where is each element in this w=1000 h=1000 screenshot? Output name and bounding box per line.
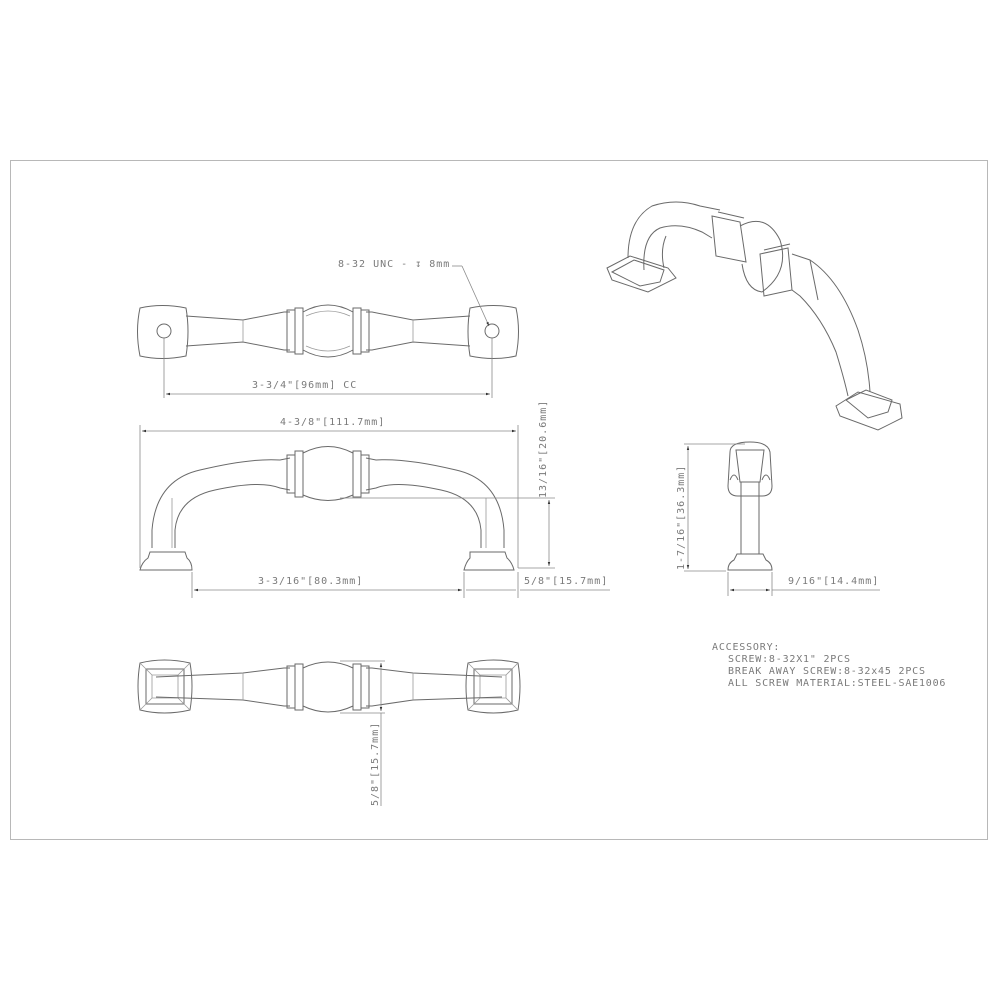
right-base-square <box>467 305 519 359</box>
dim-overall-length: 4-3/8"[111.7mm] <box>280 417 386 428</box>
dim-bottom-width: 5/8"[15.7mm] <box>370 721 381 806</box>
side-view <box>684 441 880 596</box>
notes-line-material: ALL SCREW MATERIAL:STEEL-SAE1006 <box>728 678 947 689</box>
isometric-view <box>606 201 903 431</box>
right-screw-hole <box>484 323 500 339</box>
drawing-frame <box>10 160 988 840</box>
front-view <box>139 425 610 598</box>
bottom-view <box>137 659 521 806</box>
right-foot <box>463 551 515 571</box>
thread-callout: 8-32 UNC - ↧ 8mm <box>338 259 451 270</box>
accessory-notes: ACCESSORY: SCREW:8-32X1" 2PCS BREAK AWAY… <box>712 642 946 690</box>
left-base-square <box>137 305 189 359</box>
dim-front-height: 13/16"[20.6mm] <box>538 399 549 498</box>
dim-foot-width: 5/8"[15.7mm] <box>524 576 609 587</box>
left-screw-hole <box>156 323 172 339</box>
left-foot <box>139 551 193 571</box>
top-view <box>137 265 519 398</box>
dim-center-to-center: 3-3/4"[96mm] CC <box>252 380 358 391</box>
notes-line-breakaway: BREAK AWAY SCREW:8-32x45 2PCS <box>728 666 926 677</box>
notes-title: ACCESSORY: <box>712 642 781 653</box>
notes-line-screw: SCREW:8-32X1" 2PCS <box>728 654 851 665</box>
dim-side-height: 1-7/16"[36.3mm] <box>676 464 687 570</box>
dim-side-base-width: 9/16"[14.4mm] <box>788 576 880 587</box>
dim-inner-span: 3-3/16"[80.3mm] <box>258 576 364 587</box>
